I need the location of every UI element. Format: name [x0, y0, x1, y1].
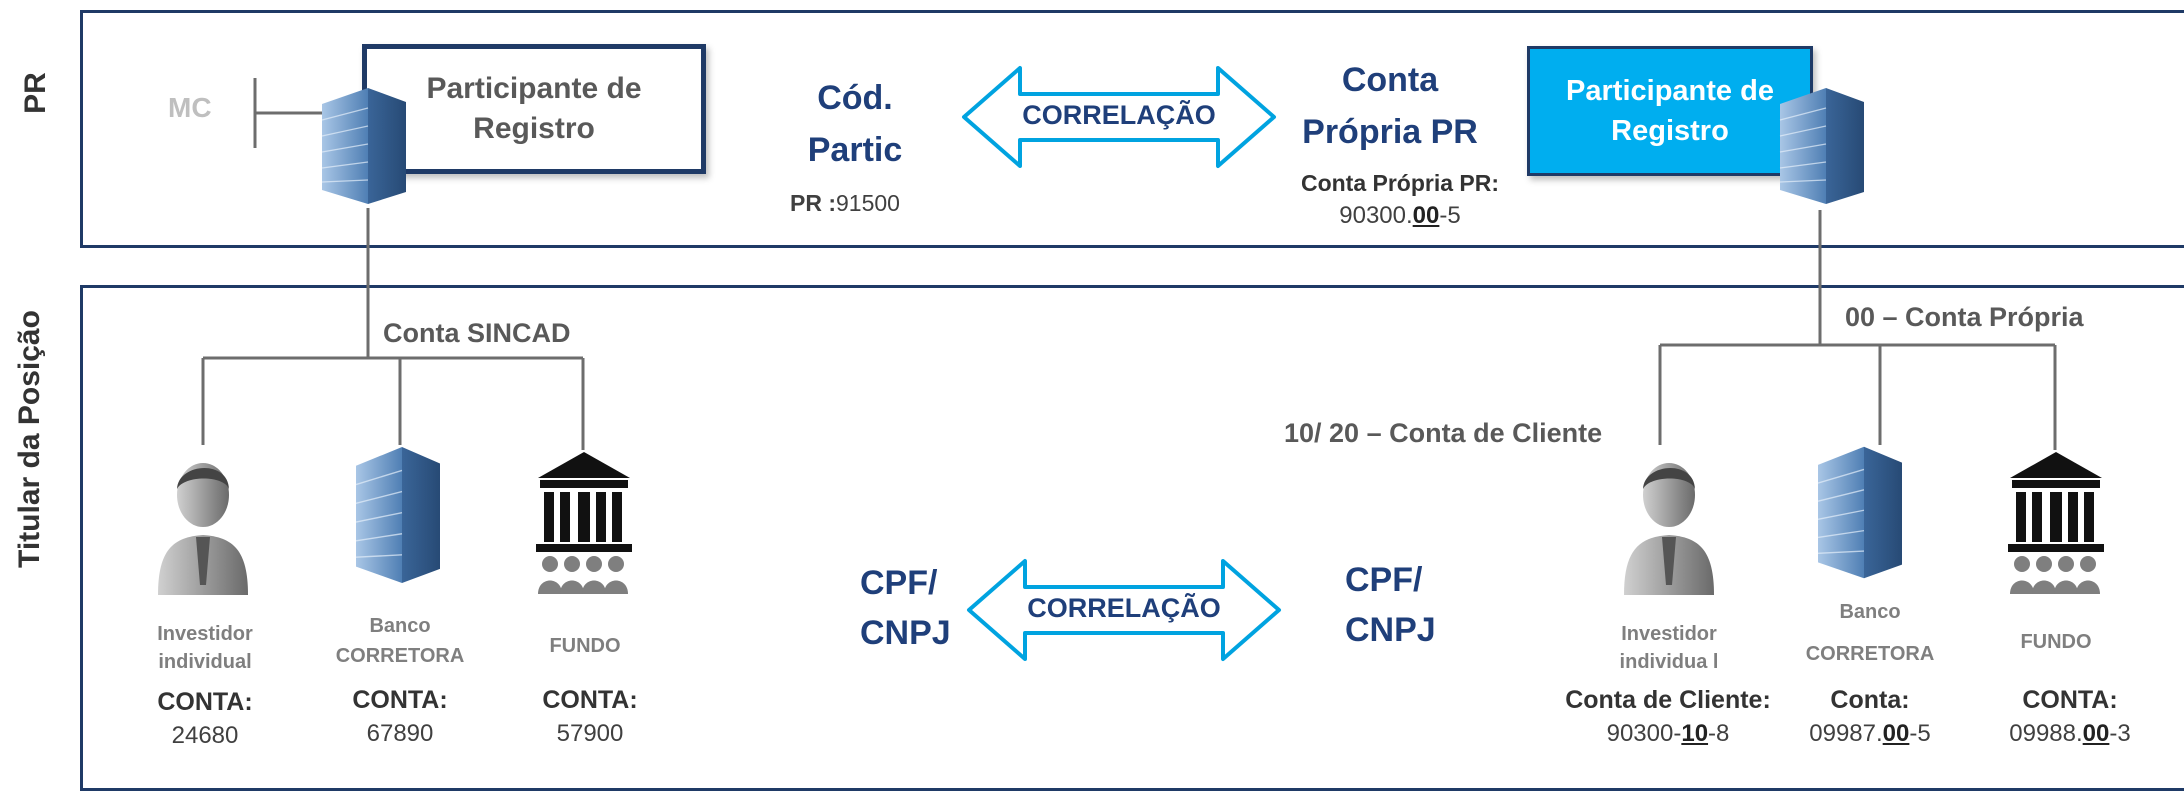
building-icon	[1817, 446, 1902, 579]
participant-right-label: Participante de Registro	[1566, 75, 1774, 147]
participant-right-box: Participante de Registro	[1527, 46, 1813, 176]
right-bank-acct-label: Conta:	[1830, 686, 1910, 714]
conta-propria-branch-label: 00 – Conta Própria	[1845, 302, 2084, 332]
cod-partic-value: PR :91500	[790, 190, 900, 217]
conta-sincad-label: Conta SINCAD	[383, 318, 571, 348]
right-bank-name-top: Banco	[1839, 601, 1901, 623]
building-icon	[1779, 88, 1864, 204]
cod-partic-value-number: 91500	[836, 190, 900, 216]
fund-building-icon	[536, 452, 632, 594]
cpf-left-label: CPF/ CNPJ	[860, 564, 951, 652]
left-investor-acct-label: CONTA:	[157, 688, 253, 716]
right-investor-acct-post: -8	[1708, 720, 1730, 747]
right-fund-acct-pre: 09988.	[2009, 720, 2083, 747]
double-arrow-icon	[967, 559, 1281, 661]
left-fund-acct-label: CONTA:	[542, 686, 638, 714]
right-fund-acct-value: 09988.00-3	[1995, 720, 2145, 748]
conta-propria-value-pre: 90300.	[1339, 202, 1413, 229]
right-investor-acct-pre: 90300-	[1606, 720, 1682, 747]
right-bank-acct-value: 09987.00-5	[1790, 720, 1950, 748]
right-bank-acct-pre: 09987.	[1809, 720, 1883, 747]
conta-propria-value-post: -5	[1439, 202, 1461, 229]
right-fund-name: FUNDO	[2020, 631, 2092, 653]
top-correlation-label: CORRELAÇÃO	[1022, 100, 1216, 130]
left-bank-acct-value: 67890	[366, 720, 434, 747]
right-bank-acct-post: -5	[1909, 720, 1931, 747]
left-fund-acct-value: 57900	[556, 720, 624, 747]
participant-left-box: Participante de Registro	[362, 44, 706, 174]
right-fund-acct-post: -3	[2109, 720, 2131, 747]
right-investor-acct-label: Conta de Cliente:	[1565, 686, 1771, 714]
right-bank-acct-bold: 00	[1882, 720, 1910, 747]
right-investor-name: Investidor individua l	[1619, 623, 1719, 673]
right-fund-acct-label: CONTA:	[2022, 686, 2118, 714]
left-bank-acct-label: CONTA:	[352, 686, 448, 714]
person-icon	[158, 463, 248, 595]
cpf-right-label: CPF/ CNPJ	[1345, 561, 1436, 649]
right-fund-acct-bold: 00	[2082, 720, 2110, 747]
right-investor-acct-value: 90300-10-8	[1588, 720, 1748, 748]
left-fund-name: FUNDO	[549, 635, 621, 657]
conta-propria-value-bold: 00	[1412, 202, 1440, 229]
cod-partic-label: Cód. Partic	[807, 79, 903, 169]
participant-left-label: Participante de Registro	[426, 72, 642, 145]
building-icon	[321, 88, 406, 204]
left-investor-name: Investidor individual	[157, 623, 253, 673]
conta-cliente-branch-label: 10/ 20 – Conta de Cliente	[1284, 418, 1603, 448]
person-icon	[1624, 463, 1714, 595]
cod-partic-value-label: PR :	[790, 190, 836, 216]
left-bank-name-bottom: CORRETORA	[335, 645, 465, 667]
conta-propria-title: Conta Própria PR	[1302, 61, 1478, 151]
left-bank-name-top: Banco	[369, 615, 431, 637]
conta-propria-value: 90300.00-5	[1320, 202, 1480, 230]
right-investor-acct-bold: 10	[1681, 720, 1709, 747]
fund-building-icon	[2008, 452, 2104, 594]
right-bank-name-bottom: CORRETORA	[1805, 643, 1935, 665]
double-arrow-icon	[962, 66, 1276, 168]
mc-label: MC	[168, 92, 212, 123]
left-investor-acct-value: 24680	[171, 722, 239, 749]
conta-propria-label: Conta Própria PR:	[1300, 170, 1500, 196]
building-icon	[355, 447, 440, 583]
bottom-correlation-label: CORRELAÇÃO	[1027, 593, 1221, 623]
